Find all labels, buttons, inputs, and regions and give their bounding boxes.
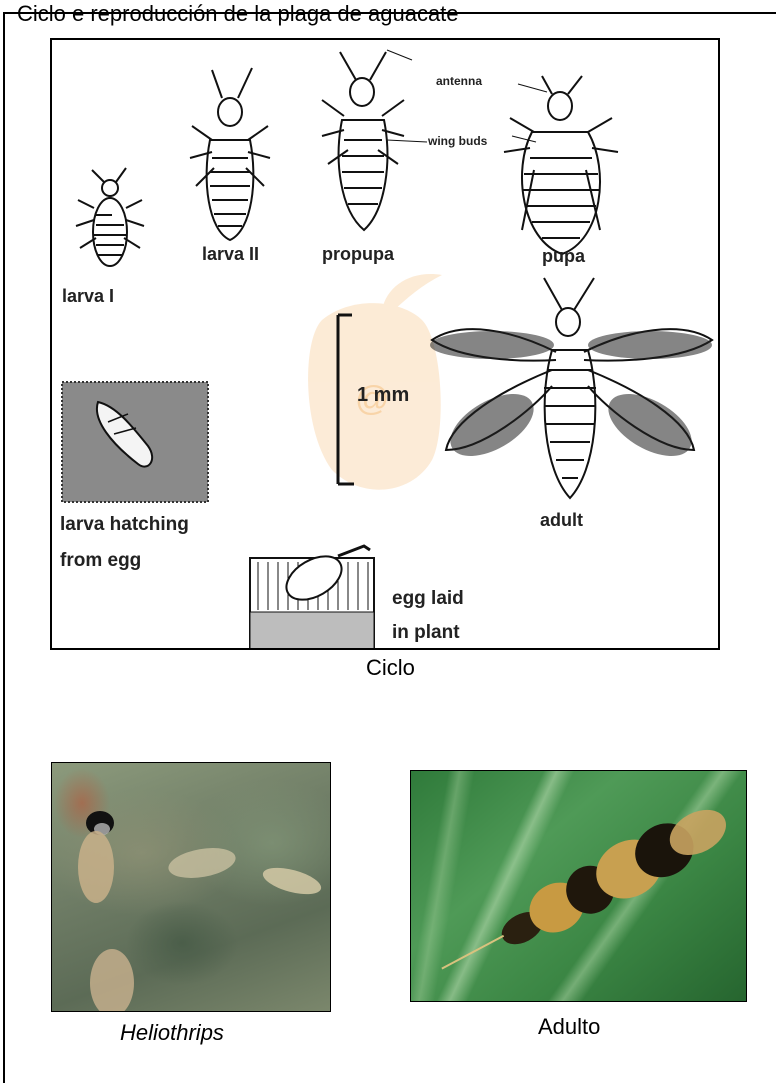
egg-in-plant-drawing — [250, 546, 374, 650]
heliothrips-photo — [51, 762, 331, 1012]
label-wing-buds: wing buds — [428, 134, 487, 148]
label-antenna: antenna — [436, 74, 482, 88]
heliothrips-caption: Heliothrips — [120, 1020, 224, 1046]
label-propupa: propupa — [322, 244, 394, 265]
label-hatch-line2: from egg — [60, 550, 141, 572]
label-egg-line1: egg laid — [392, 588, 464, 610]
pupa-drawing — [504, 76, 618, 254]
adult-caption: Adulto — [538, 1014, 600, 1040]
label-egg-line2: in plant — [392, 622, 460, 644]
label-larva-2: larva II — [202, 244, 259, 265]
label-pupa: pupa — [542, 246, 585, 267]
diagram-caption: Ciclo — [366, 655, 415, 681]
diagram-drawing: @ — [52, 40, 720, 650]
label-hatch-line1: larva hatching — [60, 514, 189, 536]
adult-thrips-photo — [410, 770, 747, 1002]
thrips-life-cycle-diagram: @ — [50, 38, 720, 650]
label-larva-1: larva I — [62, 286, 114, 307]
label-adult: adult — [540, 510, 583, 531]
larva-1-drawing — [76, 168, 144, 266]
hatching-larva-drawing — [62, 382, 208, 502]
header-text: Ciclo e reproducción de la plaga de agua… — [17, 2, 459, 26]
label-scale: 1 mm — [357, 384, 409, 407]
propupa-drawing — [322, 50, 427, 230]
larva-2-drawing — [190, 68, 270, 240]
adult-wing-fringe — [430, 331, 712, 469]
adult-drawing — [432, 278, 712, 498]
